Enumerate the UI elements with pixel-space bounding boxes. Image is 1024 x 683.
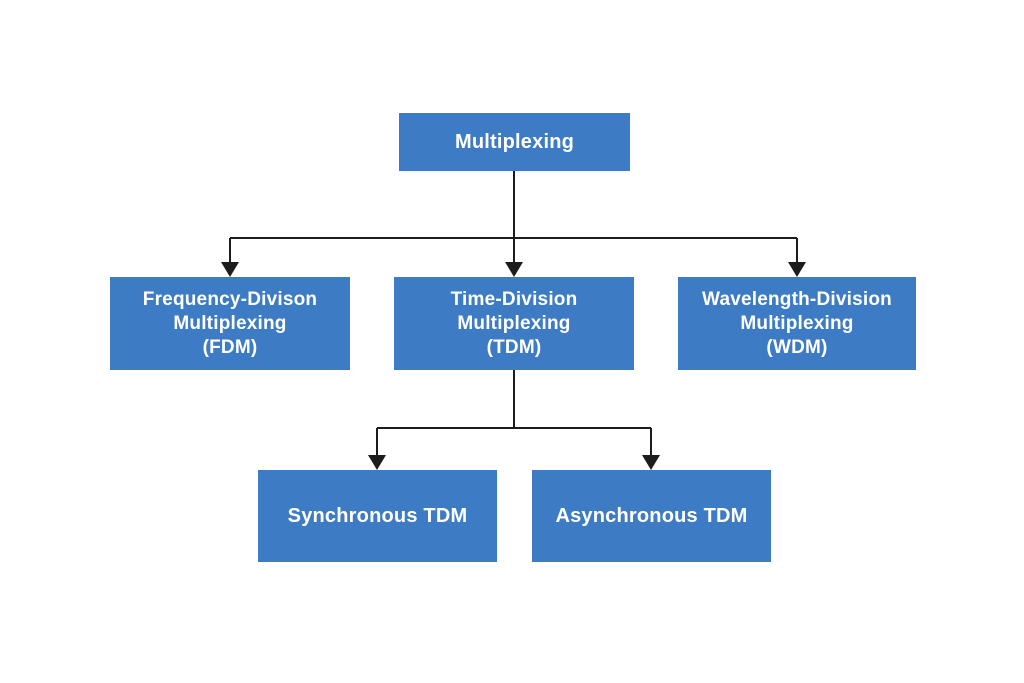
connectors-level-1	[229, 171, 798, 264]
arrow-down-icon	[505, 262, 523, 277]
arrowheads-level-1	[221, 262, 806, 277]
arrow-down-icon	[221, 262, 239, 277]
connectors-level-2	[376, 370, 652, 457]
arrow-down-icon	[368, 455, 386, 470]
node-wavelength-division-multiplexing: Wavelength-Division Multiplexing (WDM)	[678, 277, 916, 370]
node-time-division-multiplexing: Time-Division Multiplexing (TDM)	[394, 277, 634, 370]
node-frequency-division-multiplexing: Frequency-Divison Multiplexing (FDM)	[110, 277, 350, 370]
node-multiplexing: Multiplexing	[399, 113, 630, 171]
arrow-down-icon	[788, 262, 806, 277]
arrowheads-level-2	[368, 455, 660, 470]
node-synchronous-tdm: Synchronous TDM	[258, 470, 497, 562]
arrow-down-icon	[642, 455, 660, 470]
node-asynchronous-tdm: Asynchronous TDM	[532, 470, 771, 562]
